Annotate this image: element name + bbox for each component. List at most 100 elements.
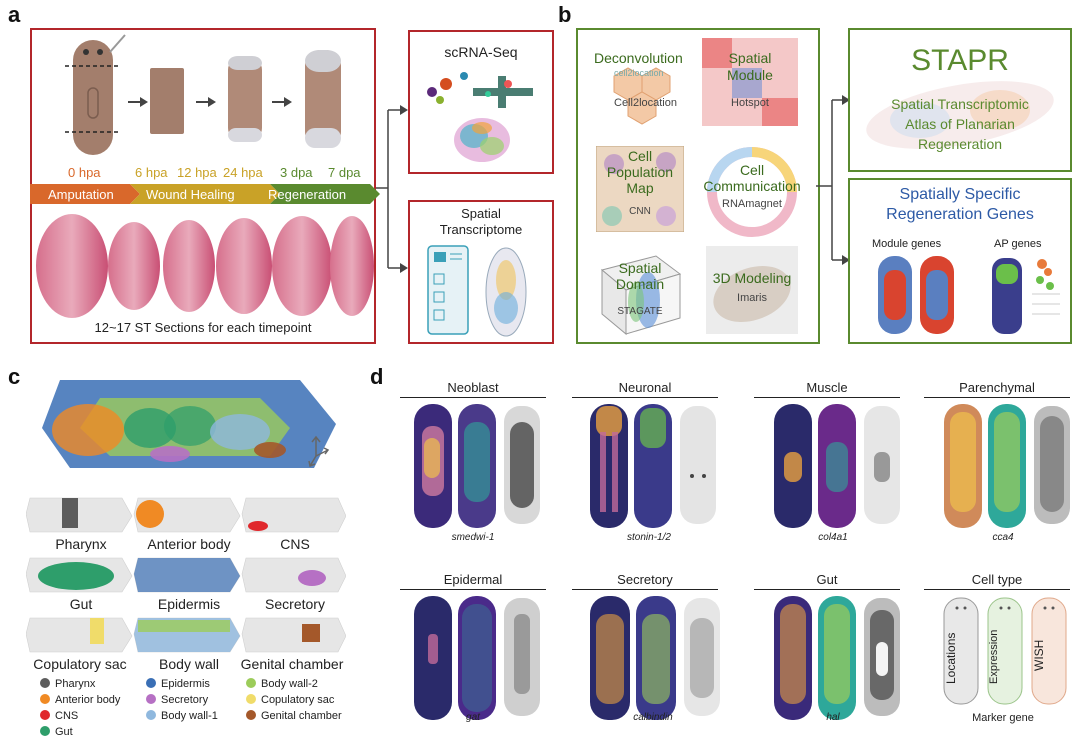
spatial-title-line1: Spatial [461, 206, 501, 221]
cell2location-label: Cell2location [614, 97, 677, 109]
spatial-transcriptome-box [408, 200, 554, 344]
legend-label: Gut [55, 726, 73, 738]
module-genes-label: Module genes [872, 238, 942, 250]
ap-genes-label: AP genes [994, 238, 1042, 250]
marker-gene-caption: Marker gene [972, 712, 1034, 724]
stapr-title: STAPR [911, 44, 1009, 77]
marker-gene-label: hal [826, 712, 840, 723]
axis-orientation-icon [308, 435, 330, 468]
ssrg-title-line2: Regeneration Genes [886, 206, 1034, 223]
legend-swatch [246, 678, 256, 688]
region-label-cns: CNS [280, 536, 310, 552]
title-underline [754, 589, 900, 590]
title-underline [400, 589, 546, 590]
worm-timeline-illustration [65, 34, 341, 155]
panel-letter-c: c [8, 364, 21, 389]
legend-wish-label: WISH [1032, 639, 1046, 671]
phase-label-regeneration: Regeneration [268, 187, 347, 202]
legend-label: CNS [55, 710, 79, 722]
spatial-title-line2: Transcriptome [439, 222, 523, 237]
legend-swatch [40, 726, 50, 736]
region-label-anterior-body: Anterior body [147, 536, 231, 552]
legend-item-secretory: Secretory [146, 694, 208, 706]
region-label-pharynx: Pharynx [55, 536, 107, 552]
legend-label: Body wall-2 [261, 678, 318, 690]
3d-modeling-label: 3D Modeling [712, 270, 792, 286]
legend-item-anterior-body: Anterior body [40, 694, 120, 706]
legend-swatch [146, 710, 156, 720]
legend-label: Anterior body [55, 694, 121, 706]
stapr-box [848, 28, 1072, 172]
3d-planarian-body-render [42, 380, 336, 468]
spatial-module-label1: Spatial [728, 50, 772, 66]
celltype-title-secretory: Secretory [617, 572, 673, 587]
panel-letter-b: b [558, 2, 572, 27]
title-underline [924, 589, 1070, 590]
legend-locations-label: Locations [944, 632, 958, 684]
expression-maps-gut [774, 596, 900, 720]
celltype-title-cell-type: Cell type [971, 572, 1023, 587]
scrna-illustration [427, 72, 533, 162]
region-renders-grid [26, 497, 346, 653]
marker-gene-label: col4a1 [818, 532, 848, 543]
stapr-subtitle-line3: Regeneration [917, 136, 1003, 152]
marker-gene-label: calbindin [633, 712, 673, 723]
title-underline [572, 589, 718, 590]
legend-label: Body wall-1 [161, 710, 218, 722]
celltype-title-muscle: Muscle [806, 380, 848, 395]
timepoint-label: 7 dpa [328, 165, 361, 180]
marker-gene-label: stonin-1/2 [627, 532, 671, 543]
legend-item-body-wall-2: Body wall-2 [246, 678, 318, 690]
title-underline [754, 397, 900, 398]
legend-swatch [146, 694, 156, 704]
stagate-label: STAGATE [617, 306, 663, 317]
legend-swatch [40, 678, 50, 688]
cell-communication-label2: Communication [703, 178, 801, 194]
legend-item-gut: Gut [40, 726, 73, 738]
title-underline [400, 397, 546, 398]
imaris-label: Imaris [737, 292, 767, 304]
legend-swatch [40, 710, 50, 720]
timepoint-label: 0 hpa [68, 165, 101, 180]
legend-swatch [40, 694, 50, 704]
spatial-module-label2: Module [727, 67, 773, 83]
marker-gene-label: smedwi-1 [451, 532, 495, 543]
cell2location-small-label: cell2location [614, 68, 664, 78]
celltype-title-neoblast: Neoblast [447, 380, 499, 395]
region-label-epidermis: Epidermis [157, 596, 221, 612]
cell-population-map-illustration [596, 146, 684, 232]
spatial-domain-label1: Spatial [618, 260, 662, 276]
region-label-genital-chamber: Genital chamber [240, 656, 344, 672]
marker-gene-label: gat [466, 712, 480, 723]
stapr-background-worm [866, 81, 1054, 149]
celltype-title-neuronal: Neuronal [618, 380, 672, 395]
sections-caption: 12~17 ST Sections for each timepoint [94, 320, 312, 335]
title-underline [572, 397, 718, 398]
tissue-sections-image [36, 214, 374, 318]
legend-label: Copulatory sac [261, 694, 335, 706]
expression-maps-neuronal [590, 404, 716, 528]
cell-communication-label1: Cell [739, 162, 765, 178]
ssrg-title-line1: Spatially Specific [899, 186, 1021, 203]
legend-item-epidermis: Epidermis [146, 678, 210, 690]
spatial-module-heatmap [702, 38, 798, 126]
ssrg-box [848, 178, 1072, 344]
scrna-seq-title: scRNA-Seq [444, 44, 518, 60]
expression-maps-secretory [590, 596, 720, 720]
cell-type-legend-illustration [943, 597, 1067, 705]
connector-arrows-a [376, 105, 408, 273]
legend-label: Genital chamber [261, 710, 342, 722]
scrna-seq-box [408, 30, 554, 174]
legend-label: Secretory [161, 694, 209, 706]
region-label-body-wall: Body wall [159, 656, 219, 672]
region-label-copulatory-sac: Copulatory sac [33, 656, 127, 672]
timepoint-label: 6 hpa [135, 165, 168, 180]
legend-swatch [246, 710, 256, 720]
connector-arrows-b [816, 95, 850, 265]
celltype-title-epidermal: Epidermal [443, 572, 503, 587]
cell-population-label3: Map [626, 180, 654, 196]
timepoint-label: 3 dpa [280, 165, 313, 180]
spatial-domain-label2: Domain [615, 276, 665, 292]
marker-gene-label: cca4 [992, 532, 1014, 543]
panel-letter-a: a [8, 2, 21, 27]
